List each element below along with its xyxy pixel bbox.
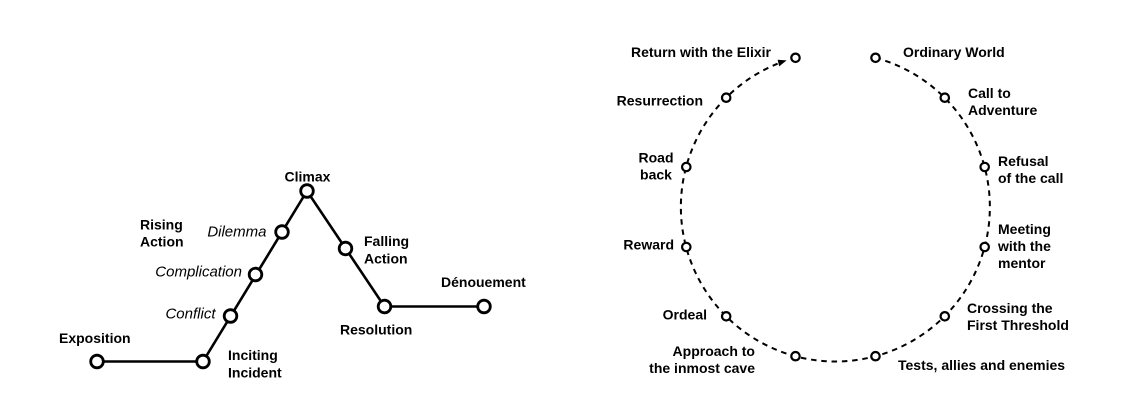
label-rising-action-line1: Rising xyxy=(140,217,183,233)
label-resurrection: Resurrection xyxy=(617,93,703,109)
label-conflict: Conflict xyxy=(165,306,216,323)
journey-arrowhead-icon xyxy=(777,59,787,67)
node-reward xyxy=(680,241,692,253)
node-ordeal xyxy=(720,310,732,322)
node-denouement xyxy=(476,298,492,315)
hero-journey-diagram: Ordinary World Call to Adventure Refusal… xyxy=(617,44,1069,376)
plot-arc-diagram: Exposition Inciting Incident Conflict Co… xyxy=(59,169,526,381)
label-approach-line2: the inmost cave xyxy=(649,360,755,376)
node-falling-action xyxy=(337,240,354,257)
node-resolution xyxy=(376,298,393,315)
node-tests-allies-and-enemies xyxy=(870,350,881,362)
label-tests-allies-enemies: Tests, allies and enemies xyxy=(898,357,1065,373)
node-exposition xyxy=(89,353,105,370)
node-approach-to-the-inmost-cave xyxy=(790,350,801,362)
label-meeting-line3: mentor xyxy=(998,255,1046,271)
label-dilemma: Dilemma xyxy=(207,224,266,241)
node-complication xyxy=(247,266,264,283)
node-ordinary-world xyxy=(870,52,881,64)
node-crossing-the-first-threshold xyxy=(939,310,951,322)
label-call-to-adventure-line2: Adventure xyxy=(968,102,1037,118)
label-climax: Climax xyxy=(285,169,331,185)
label-falling-action-line2: Action xyxy=(364,251,408,267)
node-resurrection xyxy=(720,92,732,103)
label-falling-action-line1: Falling xyxy=(364,233,409,249)
node-inciting-incident xyxy=(195,353,211,370)
label-reward: Reward xyxy=(623,237,674,253)
node-call-to-adventure xyxy=(939,92,951,103)
label-exposition: Exposition xyxy=(59,330,131,346)
label-meeting-line1: Meeting xyxy=(998,221,1051,237)
label-call-to-adventure-line1: Call to xyxy=(968,85,1011,101)
node-meeting-with-the-mentor xyxy=(979,241,990,253)
node-road-back xyxy=(680,161,692,173)
label-crossing-line1: Crossing the xyxy=(967,300,1053,316)
label-refusal-line1: Refusal xyxy=(998,153,1049,169)
label-inciting-incident-line1: Inciting xyxy=(228,347,278,363)
label-inciting-incident-line2: Incident xyxy=(228,365,282,381)
label-resolution: Resolution xyxy=(340,322,412,338)
label-crossing-line2: First Threshold xyxy=(967,317,1069,333)
node-conflict xyxy=(222,308,239,324)
label-road-back-line2: back xyxy=(640,167,672,183)
label-refusal-line2: of the call xyxy=(998,170,1063,186)
label-meeting-line2: with the xyxy=(997,238,1051,254)
node-dilemma xyxy=(274,224,290,240)
node-return-with-the-elixir xyxy=(790,52,801,64)
label-ordinary-world: Ordinary World xyxy=(903,44,1005,60)
label-rising-action-line2: Action xyxy=(140,234,184,250)
label-approach-line1: Approach to xyxy=(673,343,755,359)
label-denouement: Dénouement xyxy=(441,274,526,290)
label-road-back-line1: Road xyxy=(639,150,674,166)
node-refusal-of-the-call xyxy=(979,161,990,173)
node-climax xyxy=(299,183,315,199)
label-complication: Complication xyxy=(155,264,242,281)
label-return-with-the-elixir: Return with the Elixir xyxy=(631,44,772,60)
label-ordeal: Ordeal xyxy=(663,307,707,323)
